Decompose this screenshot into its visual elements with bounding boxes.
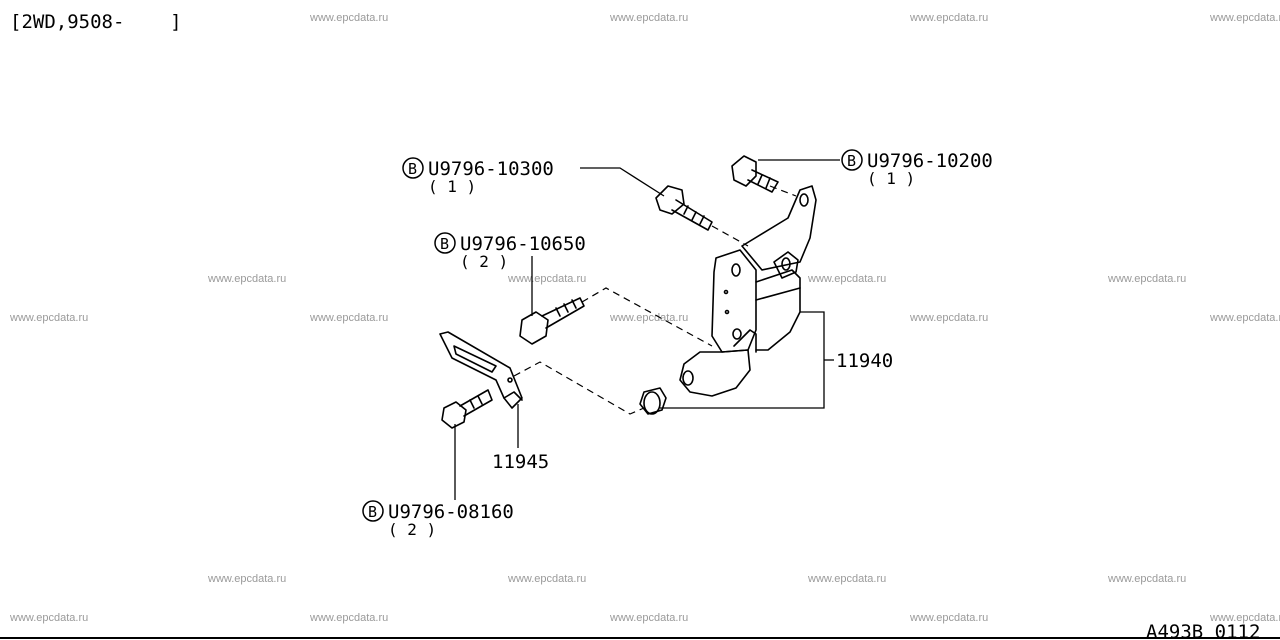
part-number: U9796-10650 <box>460 233 586 255</box>
part-number: U9796-08160 <box>388 501 514 523</box>
watermark: www.epcdata.ru <box>609 12 688 24</box>
watermark: www.epcdata.ru <box>609 312 688 324</box>
bolt-10650[interactable] <box>519 297 585 345</box>
watermark: www.epcdata.ru <box>9 312 88 324</box>
callout-08160[interactable]: B U9796-08160 ( 2 ) <box>362 500 514 539</box>
variant-label: [2WD,9508- ] <box>10 11 182 33</box>
watermark: www.epcdata.ru <box>309 612 388 624</box>
b-marker-letter: B <box>368 503 377 521</box>
leader-line <box>580 167 665 197</box>
quantity: ( 2 ) <box>460 252 508 271</box>
watermark: www.epcdata.ru <box>309 12 388 24</box>
watermark: www.epcdata.ru <box>1209 12 1280 24</box>
watermark: www.epcdata.ru <box>909 612 988 624</box>
figure-code: A493B 0112 <box>1146 621 1260 640</box>
watermark: www.epcdata.ru <box>1107 573 1186 585</box>
quantity: ( 2 ) <box>388 520 436 539</box>
b-marker-icon <box>362 500 384 522</box>
watermark: www.epcdata.ru <box>807 573 886 585</box>
b-marker-icon <box>402 157 424 179</box>
bolt-10300[interactable] <box>655 185 713 231</box>
watermark: www.epcdata.ru <box>507 573 586 585</box>
leader-line <box>660 311 825 409</box>
callout-10300[interactable]: B U9796-10300 ( 1 ) <box>402 157 554 196</box>
part-label-11945[interactable]: 11945 <box>492 451 549 473</box>
watermark: www.epcdata.ru <box>609 612 688 624</box>
watermark: www.epcdata.ru <box>507 273 586 285</box>
watermark: www.epcdata.ru <box>1209 612 1280 624</box>
b-marker-letter: B <box>440 235 449 253</box>
watermark: www.epcdata.ru <box>909 312 988 324</box>
watermark: www.epcdata.ru <box>309 312 388 324</box>
part-label-11940[interactable]: 11940 <box>836 350 893 372</box>
part-number: U9796-10200 <box>867 150 993 172</box>
watermark-layer: www.epcdata.ru www.epcdata.ru www.epcdat… <box>9 12 1280 624</box>
quantity: ( 1 ) <box>867 169 915 188</box>
small-bracket-11945[interactable] <box>439 331 523 409</box>
watermark: www.epcdata.ru <box>1209 312 1280 324</box>
b-marker-letter: B <box>847 152 856 170</box>
watermark: www.epcdata.ru <box>1107 273 1186 285</box>
rubber-bush[interactable] <box>639 387 667 415</box>
watermark: www.epcdata.ru <box>909 12 988 24</box>
watermark: www.epcdata.ru <box>207 273 286 285</box>
bolt-10200[interactable] <box>731 155 779 193</box>
watermark: www.epcdata.ru <box>207 573 286 585</box>
watermark: www.epcdata.ru <box>807 273 886 285</box>
assembly-line <box>711 225 749 247</box>
assembly-line <box>581 287 713 347</box>
watermark: www.epcdata.ru <box>9 612 88 624</box>
b-marker-icon <box>841 149 863 171</box>
engine-mount-bracket[interactable] <box>679 185 817 397</box>
callout-10200[interactable]: B U9796-10200 ( 1 ) <box>841 149 993 188</box>
b-marker-icon <box>434 232 456 254</box>
callout-10650[interactable]: B U9796-10650 ( 2 ) <box>434 232 586 271</box>
b-marker-letter: B <box>408 160 417 178</box>
quantity: ( 1 ) <box>428 177 476 196</box>
bolt-08160[interactable] <box>441 389 493 429</box>
assembly-line <box>769 185 797 197</box>
assembly-line <box>513 361 645 415</box>
part-number: U9796-10300 <box>428 158 554 180</box>
